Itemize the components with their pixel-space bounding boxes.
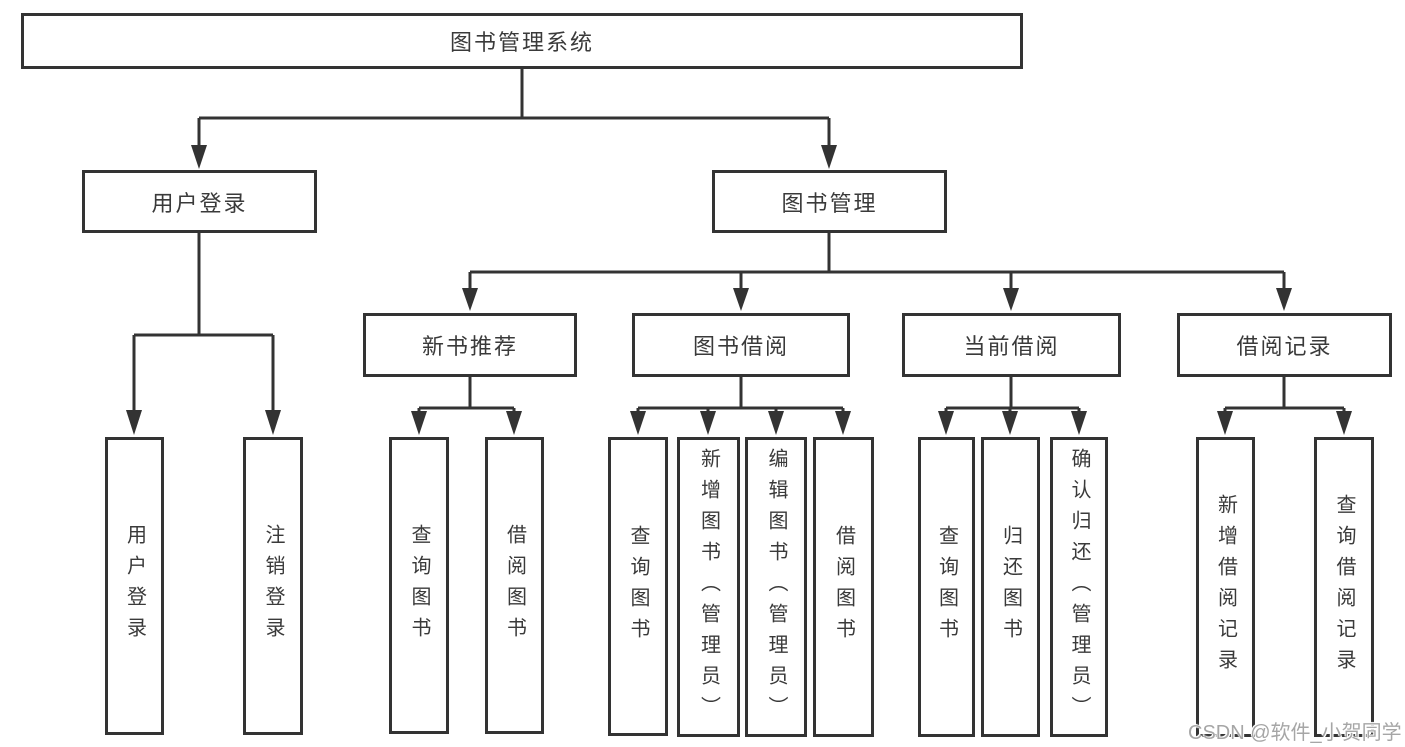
leaf-label: 归还图书: [999, 525, 1022, 649]
leaf-label: 借阅图书: [832, 525, 855, 649]
node-new-book-recommend: 新书推荐: [363, 313, 577, 377]
leaf-edit-book-admin: 编辑图书（管理员）: [745, 437, 807, 737]
leaf-label: 借阅图书: [503, 523, 526, 648]
watermark: CSDN @软件_小贺同学: [1188, 722, 1402, 744]
leaf-label: 用户登录: [123, 524, 146, 648]
leaf-label: 查询图书: [408, 523, 430, 648]
node-label: 图书借阅: [692, 334, 789, 359]
node-label: 图书管理: [781, 190, 878, 216]
node-user-login: 用户登录: [82, 170, 317, 233]
leaf-label: 查询借阅记录: [1333, 494, 1355, 680]
node-label: 借阅记录: [1236, 334, 1333, 359]
node-label: 用户登录: [151, 190, 248, 216]
leaf-confirm-return-admin: 确认归还（管理员）: [1050, 437, 1108, 737]
node-label: 图书管理系统: [449, 30, 594, 55]
leaf-add-borrow-record: 新增借阅记录: [1196, 437, 1255, 737]
leaf-label: 注销登录: [262, 524, 284, 648]
leaf-label: 确认归还（管理员）: [1068, 447, 1090, 727]
connector-edges: [132, 69, 1346, 414]
leaf-label: 查询图书: [935, 525, 958, 649]
node-label: 新书推荐: [421, 334, 518, 359]
leaf-logout: 注销登录: [243, 437, 303, 735]
node-book-management: 图书管理: [712, 170, 947, 233]
leaf-query-book-borrow: 查询图书: [608, 437, 668, 736]
leaf-user-login: 用户登录: [105, 437, 164, 735]
leaf-borrow-book: 借阅图书: [813, 437, 874, 737]
leaf-add-book-admin: 新增图书（管理员）: [677, 437, 740, 737]
leaf-label: 新增借阅记录: [1214, 494, 1237, 680]
arrowheads: [126, 145, 1352, 435]
leaf-label: 编辑图书（管理员）: [765, 447, 787, 727]
leaf-borrow-book-recommend: 借阅图书: [485, 437, 544, 734]
leaf-label: 新增图书（管理员）: [697, 447, 720, 727]
leaf-return-book: 归还图书: [981, 437, 1040, 737]
leaf-query-book-recommend: 查询图书: [389, 437, 449, 734]
node-book-borrow: 图书借阅: [632, 313, 850, 377]
node-label: 当前借阅: [963, 334, 1060, 359]
leaf-query-borrow-record: 查询借阅记录: [1314, 437, 1374, 737]
node-current-borrow: 当前借阅: [902, 313, 1121, 377]
leaf-query-book-current: 查询图书: [918, 437, 975, 737]
node-borrow-record: 借阅记录: [1177, 313, 1392, 377]
node-library-management-system: 图书管理系统: [21, 13, 1023, 69]
leaf-label: 查询图书: [627, 524, 649, 649]
